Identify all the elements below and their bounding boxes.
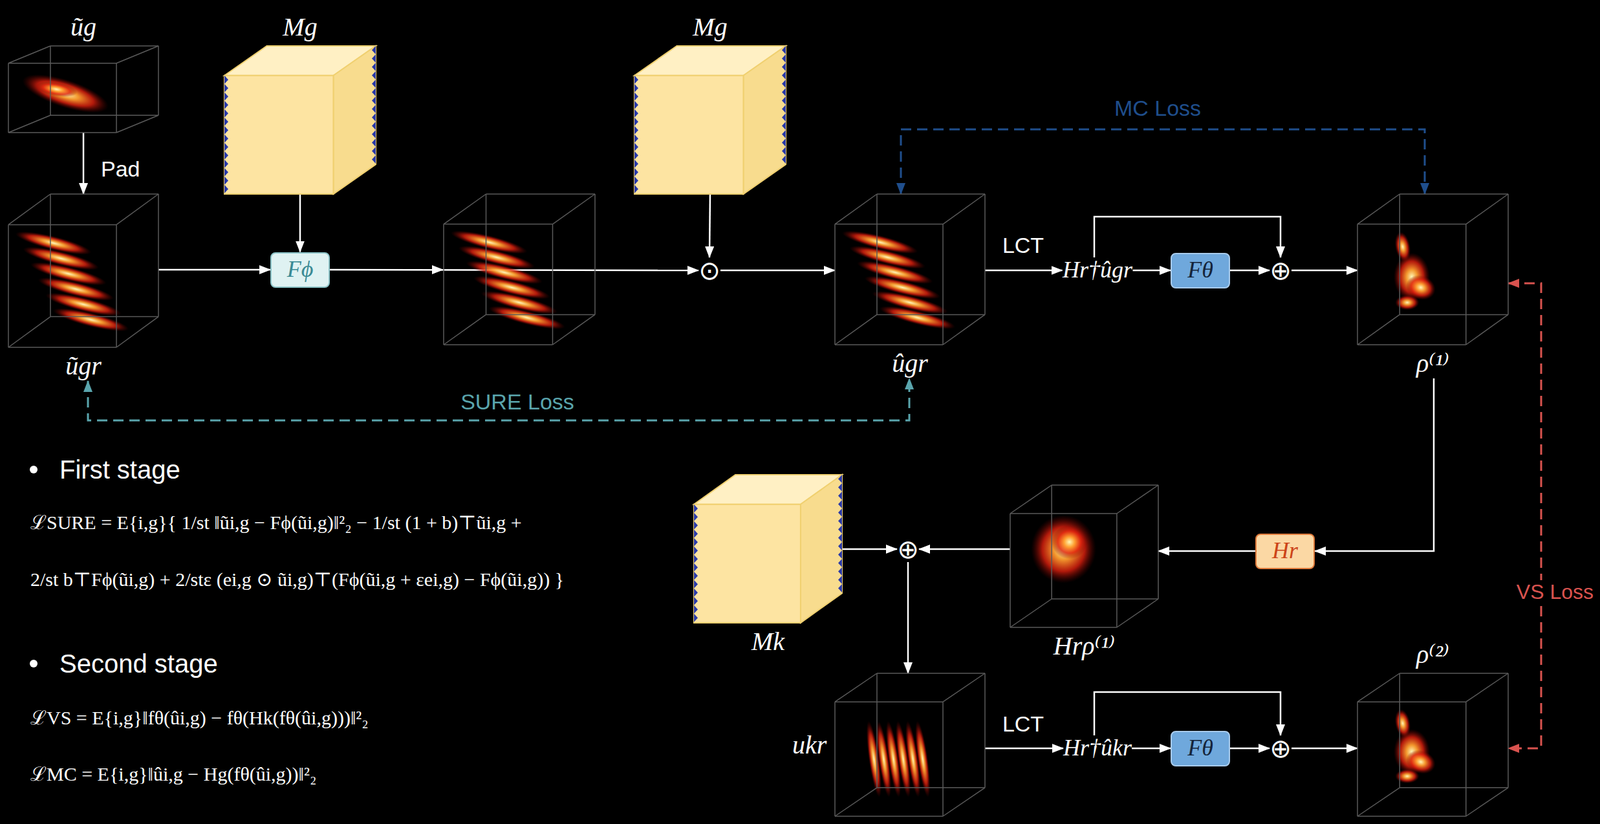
node-label: ⊕	[897, 536, 919, 563]
node-label: Fθ	[1187, 735, 1214, 762]
node-label: Hr	[1272, 538, 1298, 564]
node-label: Hr†ûgr	[1062, 257, 1133, 284]
volume-label: ũgr	[65, 351, 102, 381]
volume-cube: ρ⁽¹⁾	[1357, 194, 1509, 379]
volume-cube: Hrρ⁽¹⁾	[1010, 485, 1159, 661]
volume-cube: Mg	[634, 12, 786, 195]
loss-label: VS Loss	[1512, 580, 1598, 605]
connector	[1131, 747, 1171, 750]
bullet	[29, 465, 38, 474]
volume-cube: ρ⁽²⁾	[1357, 639, 1509, 817]
data-cube	[443, 194, 595, 345]
data-cube	[834, 673, 985, 817]
volume-cube: Mg	[224, 12, 376, 195]
connector	[842, 548, 898, 551]
data-cube	[1010, 485, 1159, 628]
operation-label: LCT	[998, 232, 1048, 259]
node-label: ⊕	[1269, 735, 1292, 762]
volume-cube: ũg	[8, 12, 159, 133]
data-cube	[834, 194, 985, 345]
equation: ℒMC = E{i,g}‖ûi,g − Hg(fθ(ûi,g))‖²₂	[30, 762, 317, 786]
connector	[900, 129, 1425, 195]
bullet	[29, 659, 38, 668]
mask-cube	[224, 45, 376, 195]
volume-label: ûgr	[891, 348, 929, 379]
connector	[82, 132, 85, 195]
mask-cube	[693, 474, 843, 623]
connector	[984, 747, 1064, 750]
connector	[1230, 747, 1270, 750]
equation: ℒVS = E{i,g}‖fθ(ûi,g) − fθ(Hk(fθ(ûi,g)))…	[30, 706, 369, 730]
connector	[918, 548, 1011, 551]
volume-label: Hrρ⁽¹⁾	[1053, 631, 1115, 661]
volume-label: Mg	[692, 12, 727, 43]
equation: 2/st b⊤Fϕ(ũi,g) + 2/stε (ei,g ⊙ ũi,g)⊤(F…	[30, 567, 564, 592]
stage-heading: Second stage	[59, 648, 218, 680]
connector	[1094, 691, 1281, 736]
math-term: Hr†ûgr	[1062, 257, 1134, 284]
connector	[709, 194, 711, 258]
data-cube	[8, 194, 159, 348]
operator-symbol: ⊙	[698, 257, 721, 284]
network-box: Fθ	[1170, 730, 1231, 767]
node-label: ⊙	[698, 257, 721, 284]
volume-cube: ûgr	[834, 194, 985, 379]
volume-label: ρ⁽¹⁾	[1416, 348, 1450, 379]
connector	[1230, 269, 1270, 272]
network-box: Fϕ	[270, 252, 330, 288]
volume-cube: ukr	[792, 673, 985, 817]
connector	[1291, 747, 1358, 750]
connector	[907, 562, 910, 674]
volume-label: ukr	[792, 730, 827, 760]
operator-box: Hr	[1255, 533, 1315, 570]
connector	[1133, 269, 1172, 272]
data-cube	[1357, 194, 1509, 345]
volume-cube: Mk	[693, 474, 843, 657]
connector	[1508, 283, 1542, 749]
loss-label: MC Loss	[1110, 95, 1205, 121]
math-term: Hr†ûkr	[1063, 735, 1132, 762]
operator-symbol: ⊕	[1269, 735, 1292, 762]
connector	[984, 269, 1063, 272]
volume-label: ρ⁽²⁾	[1416, 639, 1450, 670]
node-label: Fθ	[1187, 257, 1214, 284]
data-cube	[8, 45, 159, 133]
volume-cube: ũgr	[8, 194, 159, 381]
operator-symbol: ⊕	[1269, 257, 1292, 284]
loss-label: SURE Loss	[456, 389, 579, 415]
volume-label: Mk	[751, 626, 785, 657]
operation-label: LCT	[998, 711, 1048, 737]
node-label: ⊕	[1269, 257, 1292, 284]
operator-symbol: ⊕	[897, 536, 919, 563]
network-box: Fθ	[1170, 252, 1231, 289]
connector	[158, 269, 271, 271]
arrowhead	[432, 265, 444, 275]
connector	[1158, 550, 1256, 553]
connector	[720, 269, 835, 272]
equation: ℒSURE = E{i,g}{ 1/st ‖ũi,g − Fϕ(ũi,g)‖²₂…	[30, 510, 522, 535]
stage-heading: First stage	[59, 454, 181, 486]
connector	[1314, 378, 1434, 552]
operation-label: Pad	[97, 156, 145, 182]
connector	[87, 378, 910, 421]
node-label: Fϕ	[287, 256, 314, 283]
connector	[299, 194, 302, 253]
node-label: Hr†ûkr	[1063, 735, 1132, 762]
volume-label: Mg	[282, 12, 317, 43]
volume-label: ũg	[70, 12, 97, 43]
data-cube	[1357, 673, 1509, 817]
connector	[1094, 216, 1281, 258]
connector	[1291, 269, 1358, 272]
mask-cube	[634, 45, 786, 195]
